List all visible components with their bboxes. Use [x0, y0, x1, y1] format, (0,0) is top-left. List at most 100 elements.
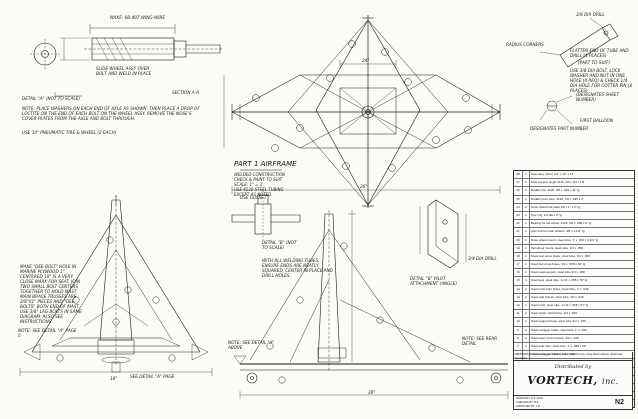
parts-cell-desc: Tow ring, 1/4 dia x 2" lg [531, 212, 562, 217]
radius-corners-label: Radius corners [506, 42, 544, 47]
dim-label-b: 24" [362, 58, 370, 63]
parts-cell-no: 26 [514, 187, 523, 195]
parts-cell-no: 27 [514, 179, 523, 187]
part-ref-label: (Part to suit) [578, 60, 610, 65]
distributed-by-label: Distributed by [554, 364, 592, 370]
parts-cell-no: 15 [514, 277, 523, 285]
side-view-balloons [266, 242, 464, 384]
pivot-drill-label: 3/4 dia drill [468, 256, 497, 261]
parts-cell-no: 25 [514, 195, 523, 203]
rear-detail-note: Note: See rear detail [462, 336, 497, 346]
parts-cell-no: 19 [514, 244, 523, 252]
pilot-bracket-detail [419, 199, 467, 269]
parts-cell-qty: 1 [523, 171, 530, 179]
parts-cell-qty: 1 [523, 179, 530, 187]
parts-cell-qty: 1 [523, 342, 530, 351]
parts-cell-no: 17 [514, 261, 523, 269]
parts-cell-qty: 1 [523, 228, 530, 236]
parts-cell-no: 23 [514, 211, 523, 220]
front-view-balloons [56, 236, 176, 362]
parts-cell-desc: Nose wheel mount, steel tube, 1" x .049 … [531, 237, 599, 242]
parts-cell-qty: 2 [523, 203, 530, 211]
parts-cell-desc: Steel keel, steel tube, 1-1/4 x .058 x 7… [531, 278, 588, 283]
section-leader [54, 92, 82, 97]
parts-cell-qty: 2 [523, 293, 530, 301]
approved-by: Approved by: J.R. [516, 405, 541, 408]
parts-cell-desc: Axle bolt for main wheels, 3/8 x 4-1/2" … [531, 229, 585, 234]
see-detail-label: See detail "A" page [130, 374, 175, 379]
gusset-detail [231, 190, 301, 240]
wheel-note: Note: Place washers on each end of axle … [22, 106, 200, 121]
weld-bolt-note: Slide wheel assy over bolt and weld in p… [96, 66, 152, 76]
parts-cell-no: 21 [514, 228, 523, 236]
first-balloon-label: First balloon [580, 118, 614, 123]
parts-cell-qty: 1 [523, 302, 530, 310]
parts-cell-qty: 2 [523, 285, 530, 293]
dim-label-c: 36" [368, 390, 376, 395]
parts-cell-qty: 2 [523, 187, 530, 195]
parts-cell-desc: Steel upper mast brace, 3/4 x .049 [531, 311, 577, 316]
parts-cell-desc: Seat assy (rider) 1/4" x 14" x 14" [531, 172, 575, 176]
section-label: Section A-A [172, 90, 200, 95]
parts-cell-no: 14 [514, 285, 523, 293]
side-view-frame [233, 210, 509, 399]
parts-cell-desc: Steel mast support, steel tube 3/4 x .05… [531, 270, 585, 275]
bolt-note: Use 3/8 dia bolt, lock washer and nut in… [570, 68, 633, 93]
parts-cell-qty: 1 [523, 195, 530, 203]
parts-cell-no: 16 [514, 269, 523, 277]
parts-cell-desc: Nose wheel fork plate 1/8 x 1" x 4" lg [531, 204, 580, 209]
detail-a-label: Detail "A" (Not to scale) [22, 96, 81, 101]
plan-view-dimensions [223, 60, 501, 194]
parts-cell-qty: 1 [523, 261, 530, 269]
parts-cell-desc: Steel mast front brace, steel tube, 1" x… [531, 286, 589, 291]
parts-cell-desc: Steel rear cross brace, steel tube, 3/4 … [531, 253, 590, 258]
parts-cell-qty: 1 [523, 277, 530, 285]
parts-cell-desc: Steel mast, steel tube, 1-1/2 x .058 x 5… [531, 303, 589, 307]
dia-drill-label: 3/8 dia drill [576, 12, 605, 17]
wire-spec-label: Make: 6B-407 wing-wire [110, 15, 166, 20]
plan-view-balloons [252, 40, 472, 172]
parts-cell-no: 22 [514, 220, 523, 228]
parts-cell-no: 8 [514, 334, 523, 342]
parts-cell-desc: Rudder pivot tube, 4130, 7/8 x .035 x 4" [531, 196, 584, 201]
parts-cell-desc: Tail wheel mount, steel tube, 3/4 x .058 [531, 245, 583, 250]
parts-cell-desc: Steel support brace, steel tube 3/4 x .0… [531, 319, 586, 324]
checked-by: Checked by: B.R. [516, 401, 540, 404]
title-block: Distributed by VORTECH, inc. Drawn by: D… [513, 360, 633, 410]
tube-end-detail [539, 17, 619, 68]
parts-cell-qty: 1 [523, 220, 530, 228]
drawn-by: Drawn by: D.F. Chin [516, 397, 543, 400]
parts-cell-desc: Seat support angle 4130, 3/4 x 3/4 x 1/8 [531, 180, 585, 185]
detail-b-label: Detail "B" (Not to scale) [262, 240, 297, 250]
parts-cell-desc: Rudder bar, 4130, 5/8 x .049 x 11" lg [531, 188, 580, 193]
plan-view-frame [231, 15, 501, 208]
parts-cell-no: 11 [514, 310, 523, 318]
pneumatic-note: Use 10" pneumatic tire & wheel (2 each) [22, 130, 117, 135]
parts-cell-qty: 2 [523, 334, 530, 342]
title-block-footer: Drawn by: D.F. Chin Checked by: B.R. App… [514, 395, 632, 411]
parts-cell-qty: 1 [523, 236, 530, 244]
parts-cell-qty: 1 [523, 244, 530, 252]
parts-cell-desc: Steel side braces, steel tube, 3/4 x .04… [531, 294, 584, 299]
parts-cell-desc: Steel axle tube, steel tube, 1" x .058 x… [531, 343, 587, 348]
drawing-number: N2 [615, 399, 624, 406]
parts-cell-qty: 2 [523, 310, 530, 318]
balloon-legend [539, 95, 573, 125]
parts-cell-no: 9 [514, 326, 523, 334]
